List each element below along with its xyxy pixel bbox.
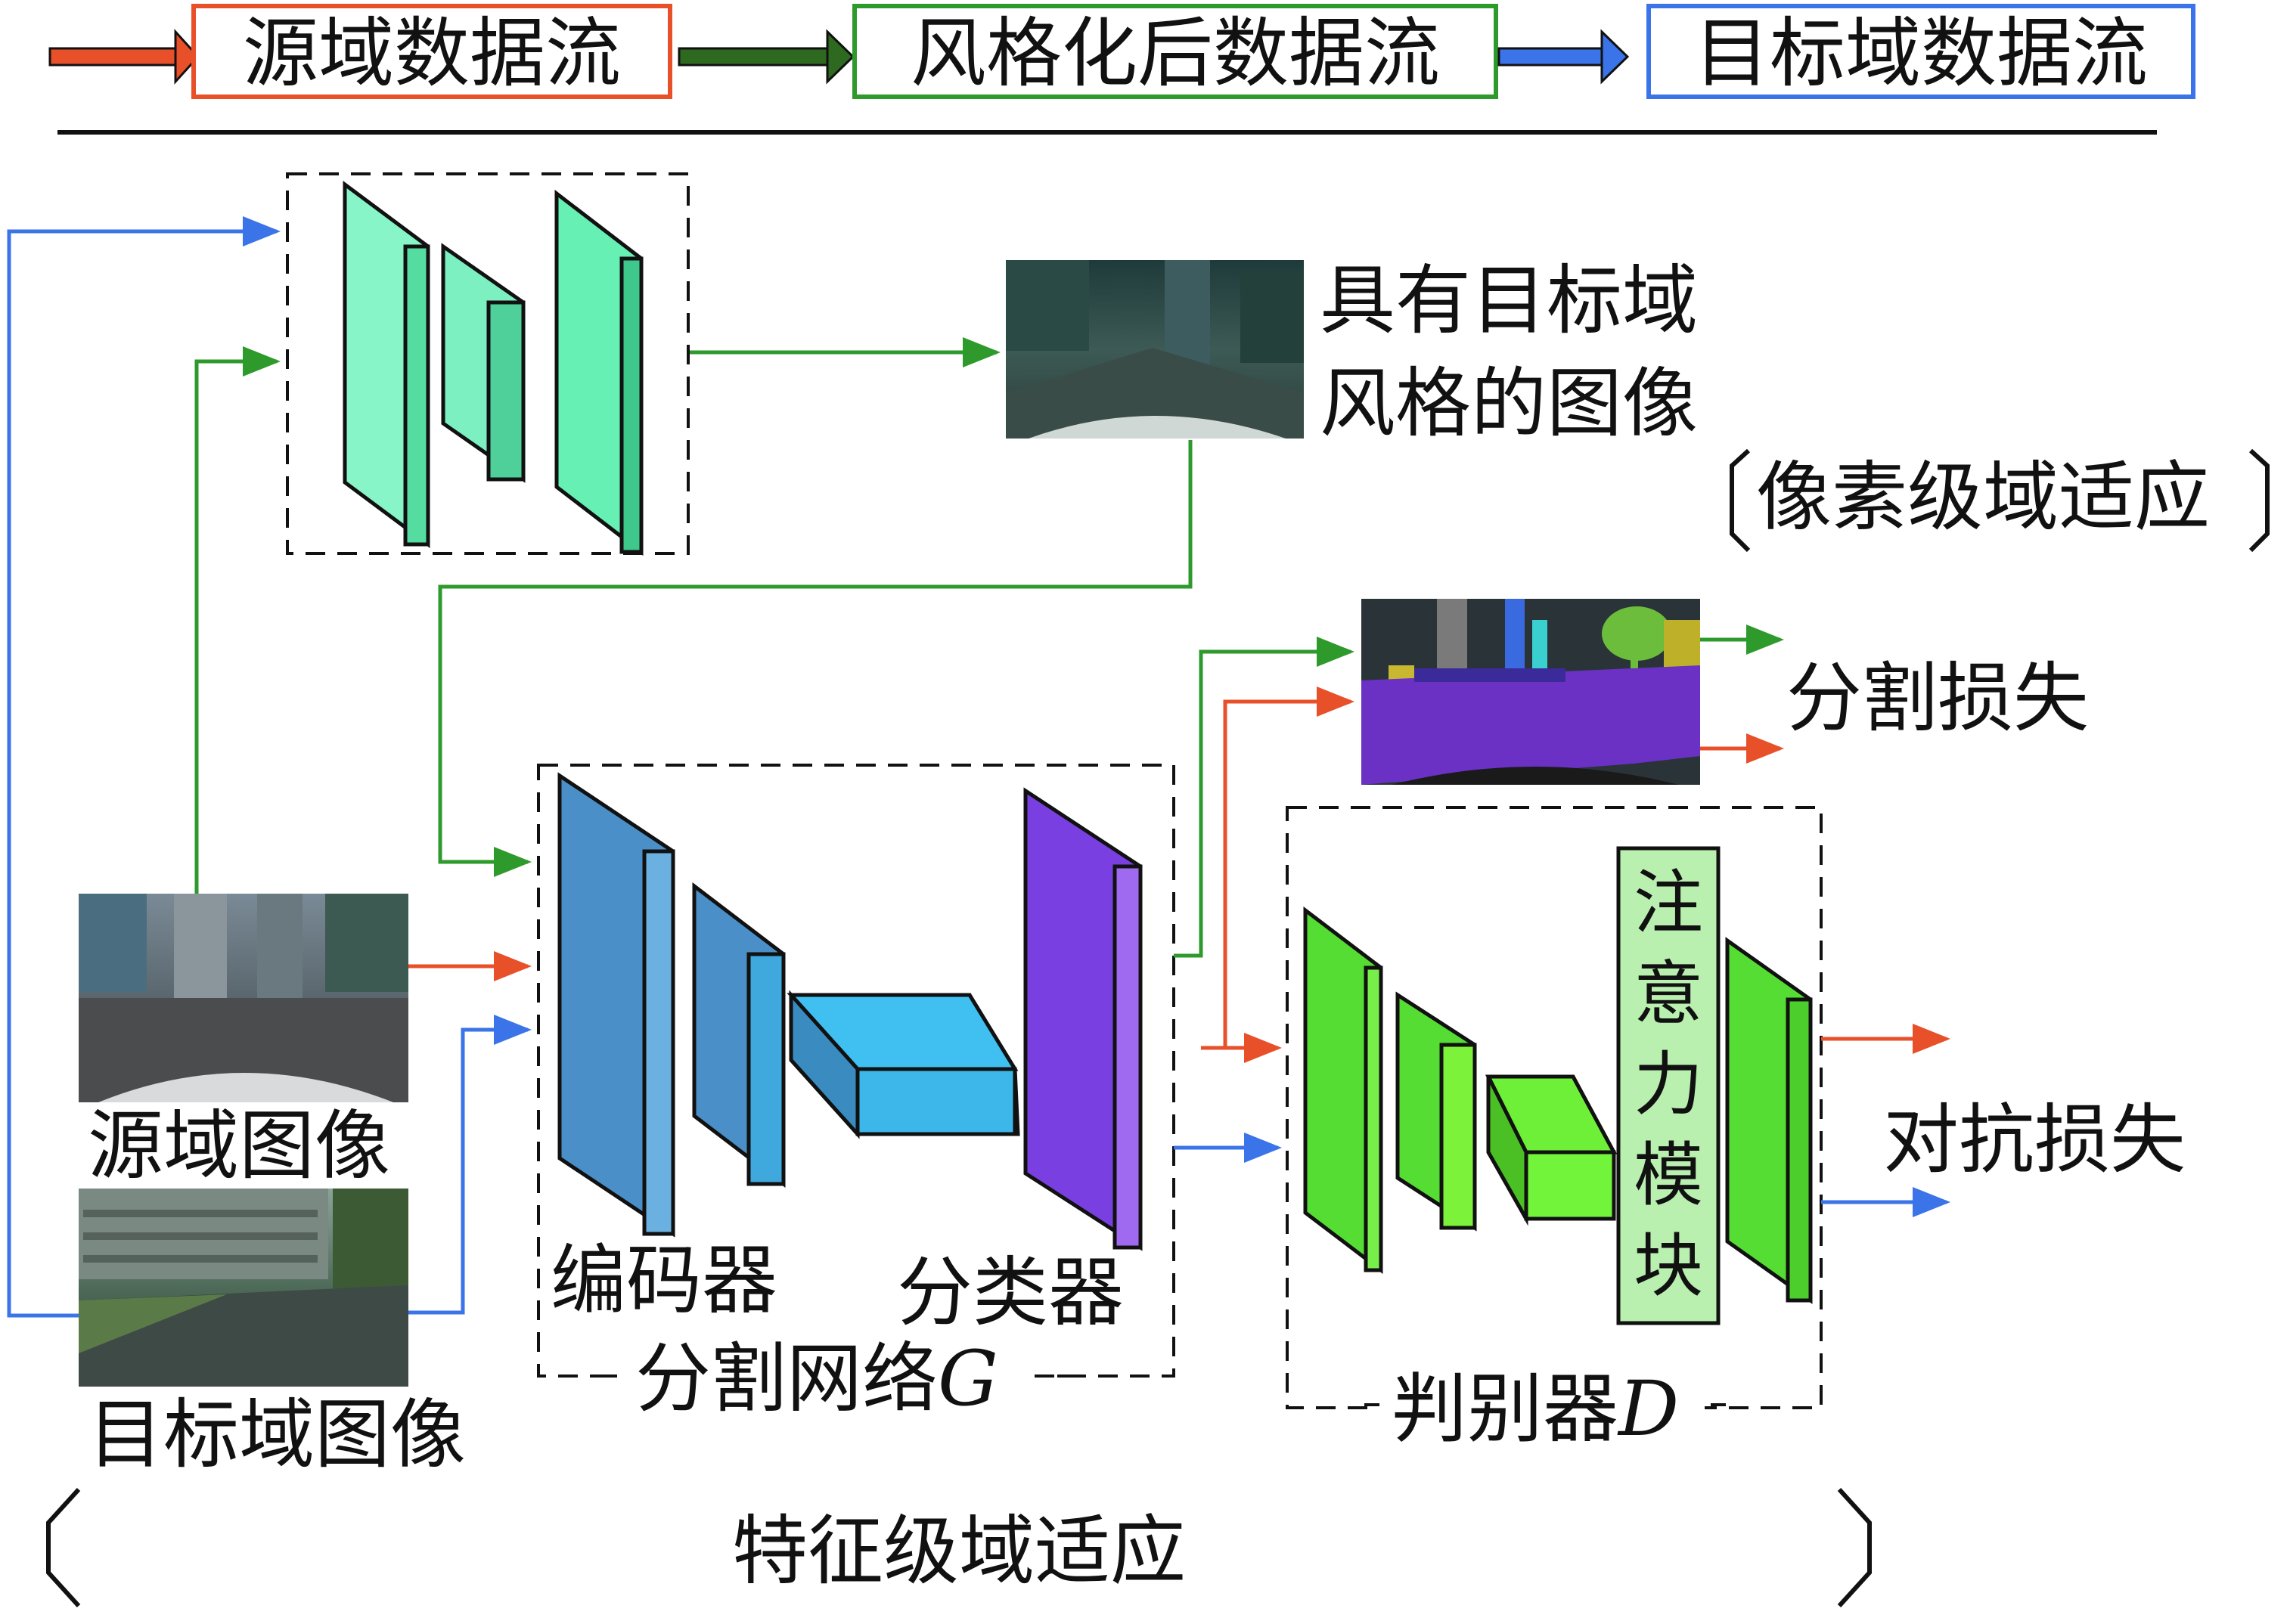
- stylized-image: [1006, 260, 1304, 439]
- legend-target-label: 目标域数据流: [1694, 9, 2148, 98]
- discriminator-block-1: [1303, 906, 1383, 1275]
- segnet-to-segmap-red-arrow: [1223, 686, 1354, 1048]
- pixel-level-bracket-left: [1730, 448, 1751, 553]
- target-to-segnet-arrow: [408, 1015, 532, 1315]
- target-image-label: 目标域图像: [88, 1390, 466, 1479]
- attention-module-char-4: 模: [1634, 1135, 1703, 1216]
- encoder-label: 编码器: [551, 1236, 777, 1325]
- legend-source-box: [191, 4, 672, 99]
- discriminator-label-text: 判别器: [1392, 1365, 1618, 1453]
- encoder-block-1: [557, 772, 675, 1238]
- attention-module-char-2: 意: [1634, 953, 1703, 1034]
- legend-stylized-label: 风格化后数据流: [911, 9, 1440, 98]
- discriminator-block-3: [1485, 1074, 1618, 1226]
- pixel-level-bracket-right: [2248, 448, 2270, 553]
- legend-source-arrow: [48, 29, 200, 85]
- generator-block-3: [554, 189, 644, 556]
- stylized-image-label-line2: 风格的图像: [1320, 359, 1698, 448]
- source-to-generator-arrow: [194, 346, 281, 894]
- legend-target-arrow: [1497, 29, 1630, 85]
- legend: 源域数据流 风格化后数据流 目标域数据流: [48, 4, 2195, 99]
- feature-level-bracket-left: [46, 1487, 81, 1608]
- generator-block-1: [343, 181, 430, 548]
- legend-stylized-box: [852, 4, 1498, 99]
- segmentation-network-symbol: G: [938, 1334, 998, 1423]
- target-to-generator-arrow: [7, 216, 281, 1318]
- discriminator-block-4: [1725, 937, 1813, 1304]
- bottleneck-block: [787, 990, 1020, 1139]
- source-image-label: 源域图像: [88, 1102, 390, 1190]
- pixel-level-label: 像素级域适应: [1756, 453, 2210, 541]
- segmentation-loss-label: 分割损失: [1786, 654, 2089, 742]
- legend-target-box: [1646, 4, 2195, 99]
- stylized-to-segnet-arrow: [438, 440, 1193, 877]
- discriminator-label: 判别器D: [1392, 1365, 1679, 1453]
- feature-level-bracket-right: [1837, 1487, 1872, 1608]
- source-image: [79, 894, 408, 1102]
- target-image: [79, 1189, 408, 1387]
- legend-stylized-arrow: [678, 29, 855, 85]
- discriminator-block-2: [1395, 991, 1477, 1232]
- classifier-block: [1023, 787, 1143, 1251]
- attention-module-char-3: 力: [1634, 1044, 1703, 1125]
- adversarial-loss-label: 对抗损失: [1883, 1096, 2186, 1184]
- generator-block-2: [441, 243, 526, 483]
- discriminator-label-bg: [1372, 1373, 1705, 1449]
- segmentation-network-label: 分割网络G: [635, 1334, 998, 1423]
- attention-module-char-1: 注: [1634, 863, 1703, 944]
- attention-module-box: [1616, 846, 1721, 1325]
- discriminator-symbol: D: [1617, 1365, 1679, 1453]
- encoder-block-2: [692, 882, 786, 1189]
- attention-module-char-5: 块: [1634, 1226, 1703, 1306]
- segnet-to-segmap-green-arrow: [1174, 637, 1354, 958]
- legend-source-label: 源域数据流: [243, 9, 621, 98]
- segmentation-map: [1361, 599, 1700, 785]
- generator-dashed-box: [286, 172, 690, 555]
- segmentation-network-label-bg: [611, 1338, 1035, 1414]
- feature-level-label: 特征级域适应: [732, 1507, 1186, 1595]
- stylized-image-label-line1: 具有目标域: [1320, 256, 1698, 345]
- segmentation-network-label-text: 分割网络: [635, 1334, 938, 1423]
- classifier-label: 分类器: [897, 1248, 1124, 1337]
